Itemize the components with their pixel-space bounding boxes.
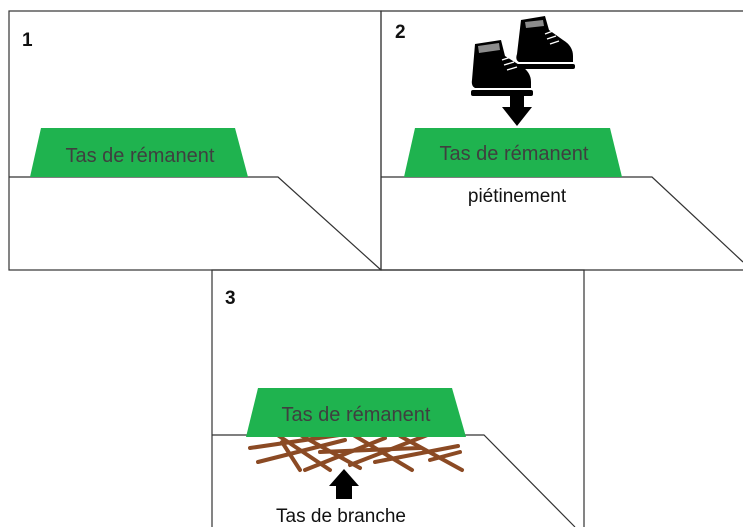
boots-icon [471,16,575,96]
down-arrow-icon [502,96,532,126]
panel-2: 2 Tas de rémanent piétinement [380,10,743,271]
up-arrow-icon [329,469,359,499]
panel-3-frame [211,269,585,527]
panel-1-ground-line [9,176,382,271]
boot-front-icon [471,40,533,96]
panel-1-pile [30,128,248,177]
panel-2-pile-label: Tas de rémanent [440,143,589,165]
panel-3-pile-label: Tas de rémanent [282,404,431,426]
panel-2-pile [404,128,622,177]
branch [303,436,387,472]
panel-3-pile [246,388,466,437]
panel-3-number: 3 [225,288,236,309]
branch [428,450,462,462]
boot-back-icon [515,16,575,69]
panel-2-caption: piétinement [468,186,567,207]
panel-1-pile-label: Tas de rémanent [66,145,215,167]
panel-1-number: 1 [22,30,33,51]
panel-3: 3 Tas de rémanent Tas de branche [211,269,585,527]
panel-2-number: 2 [395,22,406,43]
branch [348,432,432,467]
panel-3-caption: Tas de branche [276,506,406,527]
branch [398,434,464,472]
branch [373,444,460,464]
panel-1: 1 Tas de rémanent [8,10,382,271]
branches-pile [248,428,464,472]
branch [280,440,302,472]
branch [318,446,422,454]
